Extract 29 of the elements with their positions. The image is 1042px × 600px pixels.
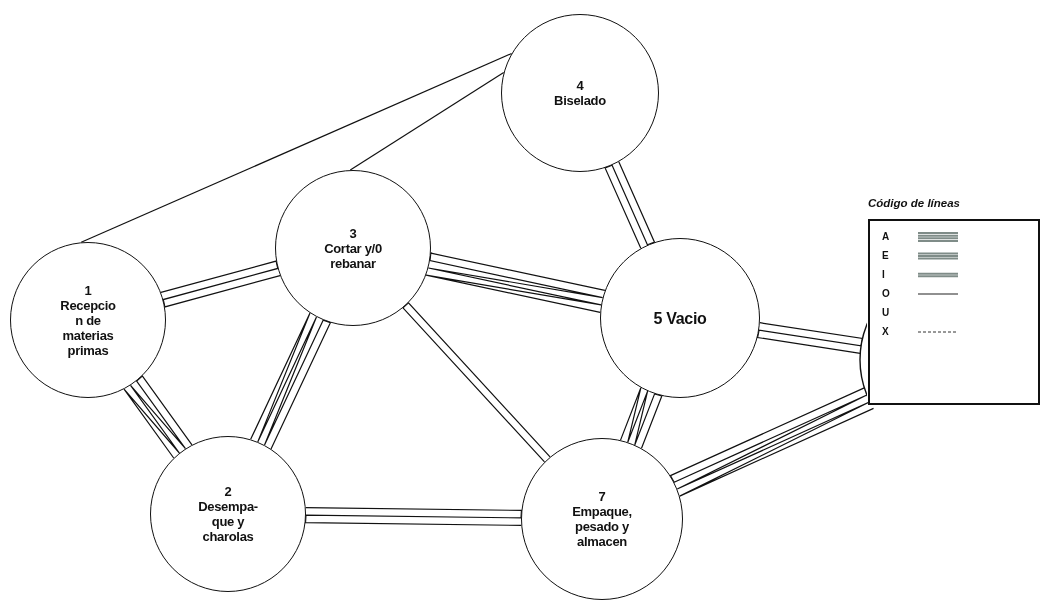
connector-line (80, 52, 513, 243)
connector-line (160, 260, 281, 308)
legend-code: O (882, 288, 890, 299)
connector-line (349, 71, 505, 171)
connector-line (425, 252, 606, 314)
node-text: Empaque, pesado y almacen (571, 504, 633, 549)
connector-line (250, 312, 332, 450)
legend-title: Código de líneas (868, 197, 960, 209)
connector-line (402, 302, 551, 463)
connector-line (604, 161, 656, 249)
node-text: Cortar y/0 rebanar (323, 240, 383, 271)
node-text: 5 Vacio (653, 310, 707, 326)
node-text: 3 (349, 225, 357, 241)
node-text: Desempa- que y charolas (197, 499, 259, 544)
legend-code: U (882, 307, 890, 318)
connector-line (669, 387, 875, 497)
legend-code: I (882, 269, 885, 280)
node-text: Biselado (554, 93, 606, 108)
node-text: 4 (576, 78, 584, 93)
legend-code: E (882, 250, 889, 261)
legend-code: X (882, 326, 889, 337)
connector-line (123, 375, 193, 459)
node-text: 7 (598, 489, 606, 504)
legend-code: A (882, 231, 890, 242)
node-text: 1 (84, 282, 92, 298)
node-text: 2 (224, 484, 232, 499)
connector-line (304, 506, 523, 526)
node-text: Recepcio n de materias primas (59, 297, 117, 358)
connector-line (619, 387, 663, 449)
